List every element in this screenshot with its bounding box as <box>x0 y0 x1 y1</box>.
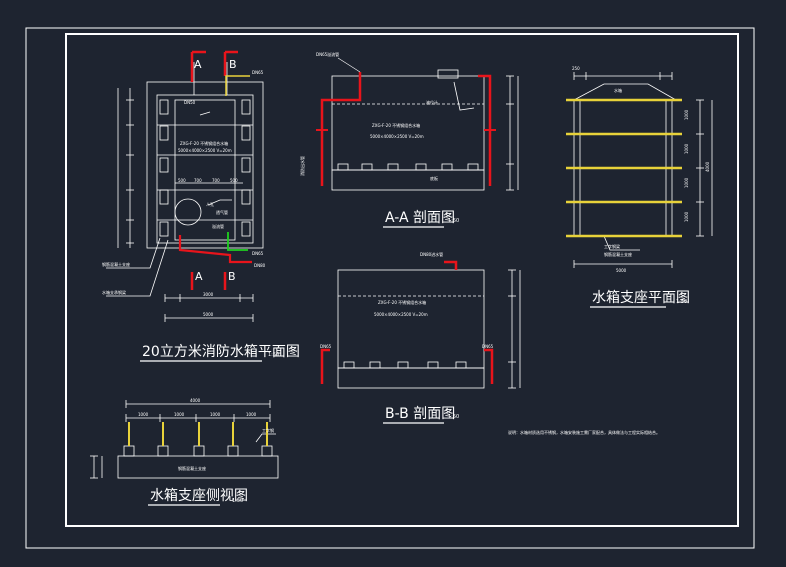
section-marker-a-top: A <box>194 58 202 71</box>
plan-view <box>106 62 264 322</box>
support-plan-label-tank: 水箱 <box>614 87 622 93</box>
callout-steel-beam: 水箱支承钢梁 <box>102 289 126 295</box>
support-plan-beams <box>566 98 682 238</box>
plan-text: A B A B DN65 DN50 DN65 DN80 ZXG-F-20 不锈钢… <box>102 58 300 360</box>
tank-inner <box>174 99 236 241</box>
bb-label-dn65-right: DN65 <box>482 344 494 349</box>
bb-title: B-B 剖面图 <box>385 406 455 422</box>
support-plan-dim-2: 1000 <box>684 143 689 154</box>
elev-label-steel: 工字钢 <box>262 427 274 433</box>
elev-dim-4: 1000 <box>246 412 257 417</box>
bb-base <box>337 367 485 389</box>
support-elevation-text: 4000 1000 1000 1000 1000 钢筋混凝土支座 工字钢 水箱支… <box>138 398 274 504</box>
aa-support-blocks <box>337 163 479 171</box>
elev-dim-total: 4000 <box>190 398 201 403</box>
inner-frame <box>65 33 739 527</box>
bb-label-tank-2: 5000×4000×2500 V=20m <box>374 312 428 317</box>
aa-scale: 1:50 <box>448 218 459 224</box>
plan-dim-sub: 5000 <box>203 312 214 317</box>
support-plan-scale: 1:50 <box>676 299 687 305</box>
outer-frame <box>25 27 755 549</box>
plan-dim-1: 500 <box>178 178 186 183</box>
support-plan-dim-total: 4000 <box>705 161 710 172</box>
support-plan-label-beam: 工字钢梁 <box>604 243 620 249</box>
aa-label-tank-2: 5000×4000×2500 V=20m <box>370 134 424 139</box>
plan-pipes <box>178 50 252 290</box>
general-note: 说明：水箱材质选用不锈钢，水箱安装施工需厂家配合，具体做法与工程实际相结合。 <box>508 429 660 435</box>
pipe-tag-4: DN80 <box>254 263 266 268</box>
bb-label-tank-1: ZXG-F-20 不锈钢组合水箱 <box>378 299 426 305</box>
aa-label-base: 底板 <box>430 175 438 181</box>
aa-pipes <box>316 57 496 186</box>
support-plan-dim-1: 1000 <box>684 109 689 120</box>
elev-dim-3: 1000 <box>210 412 221 417</box>
aa-label-tank-1: ZXG-F-20 不锈钢组合水箱 <box>372 122 420 128</box>
section-bb <box>337 269 521 389</box>
callout-overflow: 溢流管 <box>212 223 224 229</box>
section-marker-b-top: B <box>229 58 237 71</box>
plan-dim-total: 3000 <box>203 292 214 297</box>
callout-vent: 透气管 <box>216 209 228 215</box>
support-plan-title: 水箱支座平面图 <box>592 290 690 306</box>
elev-posts <box>128 422 268 446</box>
support-elevation-title: 水箱支座侧视图 <box>150 488 248 504</box>
plan-tank-label-1: ZXG-F-20 不锈钢组合水箱 <box>180 140 228 146</box>
elev-dim-2: 1000 <box>174 412 185 417</box>
elev-dim-1: 1000 <box>138 412 149 417</box>
pipe-tag-2: DN50 <box>184 100 196 105</box>
aa-manhole <box>437 69 459 79</box>
aa-base <box>331 169 485 191</box>
aa-label-level: 液位计 <box>426 99 438 105</box>
bb-label-dn65-left: DN65 <box>320 344 332 349</box>
tank-outline <box>156 94 254 244</box>
plan-dim-2: 700 <box>194 178 202 183</box>
plan-dim-3: 700 <box>212 178 220 183</box>
aa-text: DN65溢流管 ZXG-F-20 不锈钢组合水箱 5000×4000×2500 … <box>299 51 459 226</box>
aa-label-overflow: DN65溢流管 <box>316 51 339 57</box>
manhole-circle <box>174 198 202 226</box>
callout-manhole: 人孔 <box>206 201 214 207</box>
support-plan-dim-top: 250 <box>572 66 580 71</box>
bb-support-blocks <box>343 361 467 369</box>
section-marker-b-bottom: B <box>228 270 236 283</box>
plan-view-scale: 1:50 <box>268 352 279 358</box>
plan-support-stubs <box>159 99 251 237</box>
support-plan-label-concrete: 钢筋混凝土支座 <box>604 251 632 257</box>
support-plan-dim-bottom: 5000 <box>616 268 627 273</box>
pipe-tag-3: DN65 <box>252 251 264 256</box>
bb-text: DN80进水管 ZXG-F-20 不锈钢组合水箱 5000×4000×2500 … <box>320 251 494 422</box>
support-elevation <box>90 400 279 479</box>
aa-label-outlet: 消防出水管 <box>299 156 305 176</box>
bb-scale: 1:50 <box>448 414 459 420</box>
bb-label-inlet: DN80进水管 <box>420 251 443 257</box>
support-plan-dim-3: 1000 <box>684 177 689 188</box>
aa-title: A-A 剖面图 <box>385 210 455 226</box>
pipe-tag-1: DN65 <box>252 70 264 75</box>
plan-tank-label-2: 5000×4000×2500 V=20m <box>178 148 232 153</box>
callout-concrete-support: 钢筋混凝土支座 <box>102 261 130 267</box>
plan-view-title: 20立方米消防水箱平面图 <box>142 344 300 360</box>
plan-outer-boundary <box>146 81 264 249</box>
bb-pipes <box>320 260 494 384</box>
support-elevation-scale: 1:50 <box>232 498 243 504</box>
support-plan-dim-4: 1000 <box>684 211 689 222</box>
section-marker-a-bottom: A <box>195 270 203 283</box>
support-plan-text: 水箱 工字钢梁 钢筋混凝土支座 1000 1000 1000 1000 4000… <box>572 66 710 306</box>
plan-dim-4: 500 <box>230 178 238 183</box>
elev-label-concrete: 钢筋混凝土支座 <box>178 465 206 471</box>
section-aa <box>331 69 519 191</box>
